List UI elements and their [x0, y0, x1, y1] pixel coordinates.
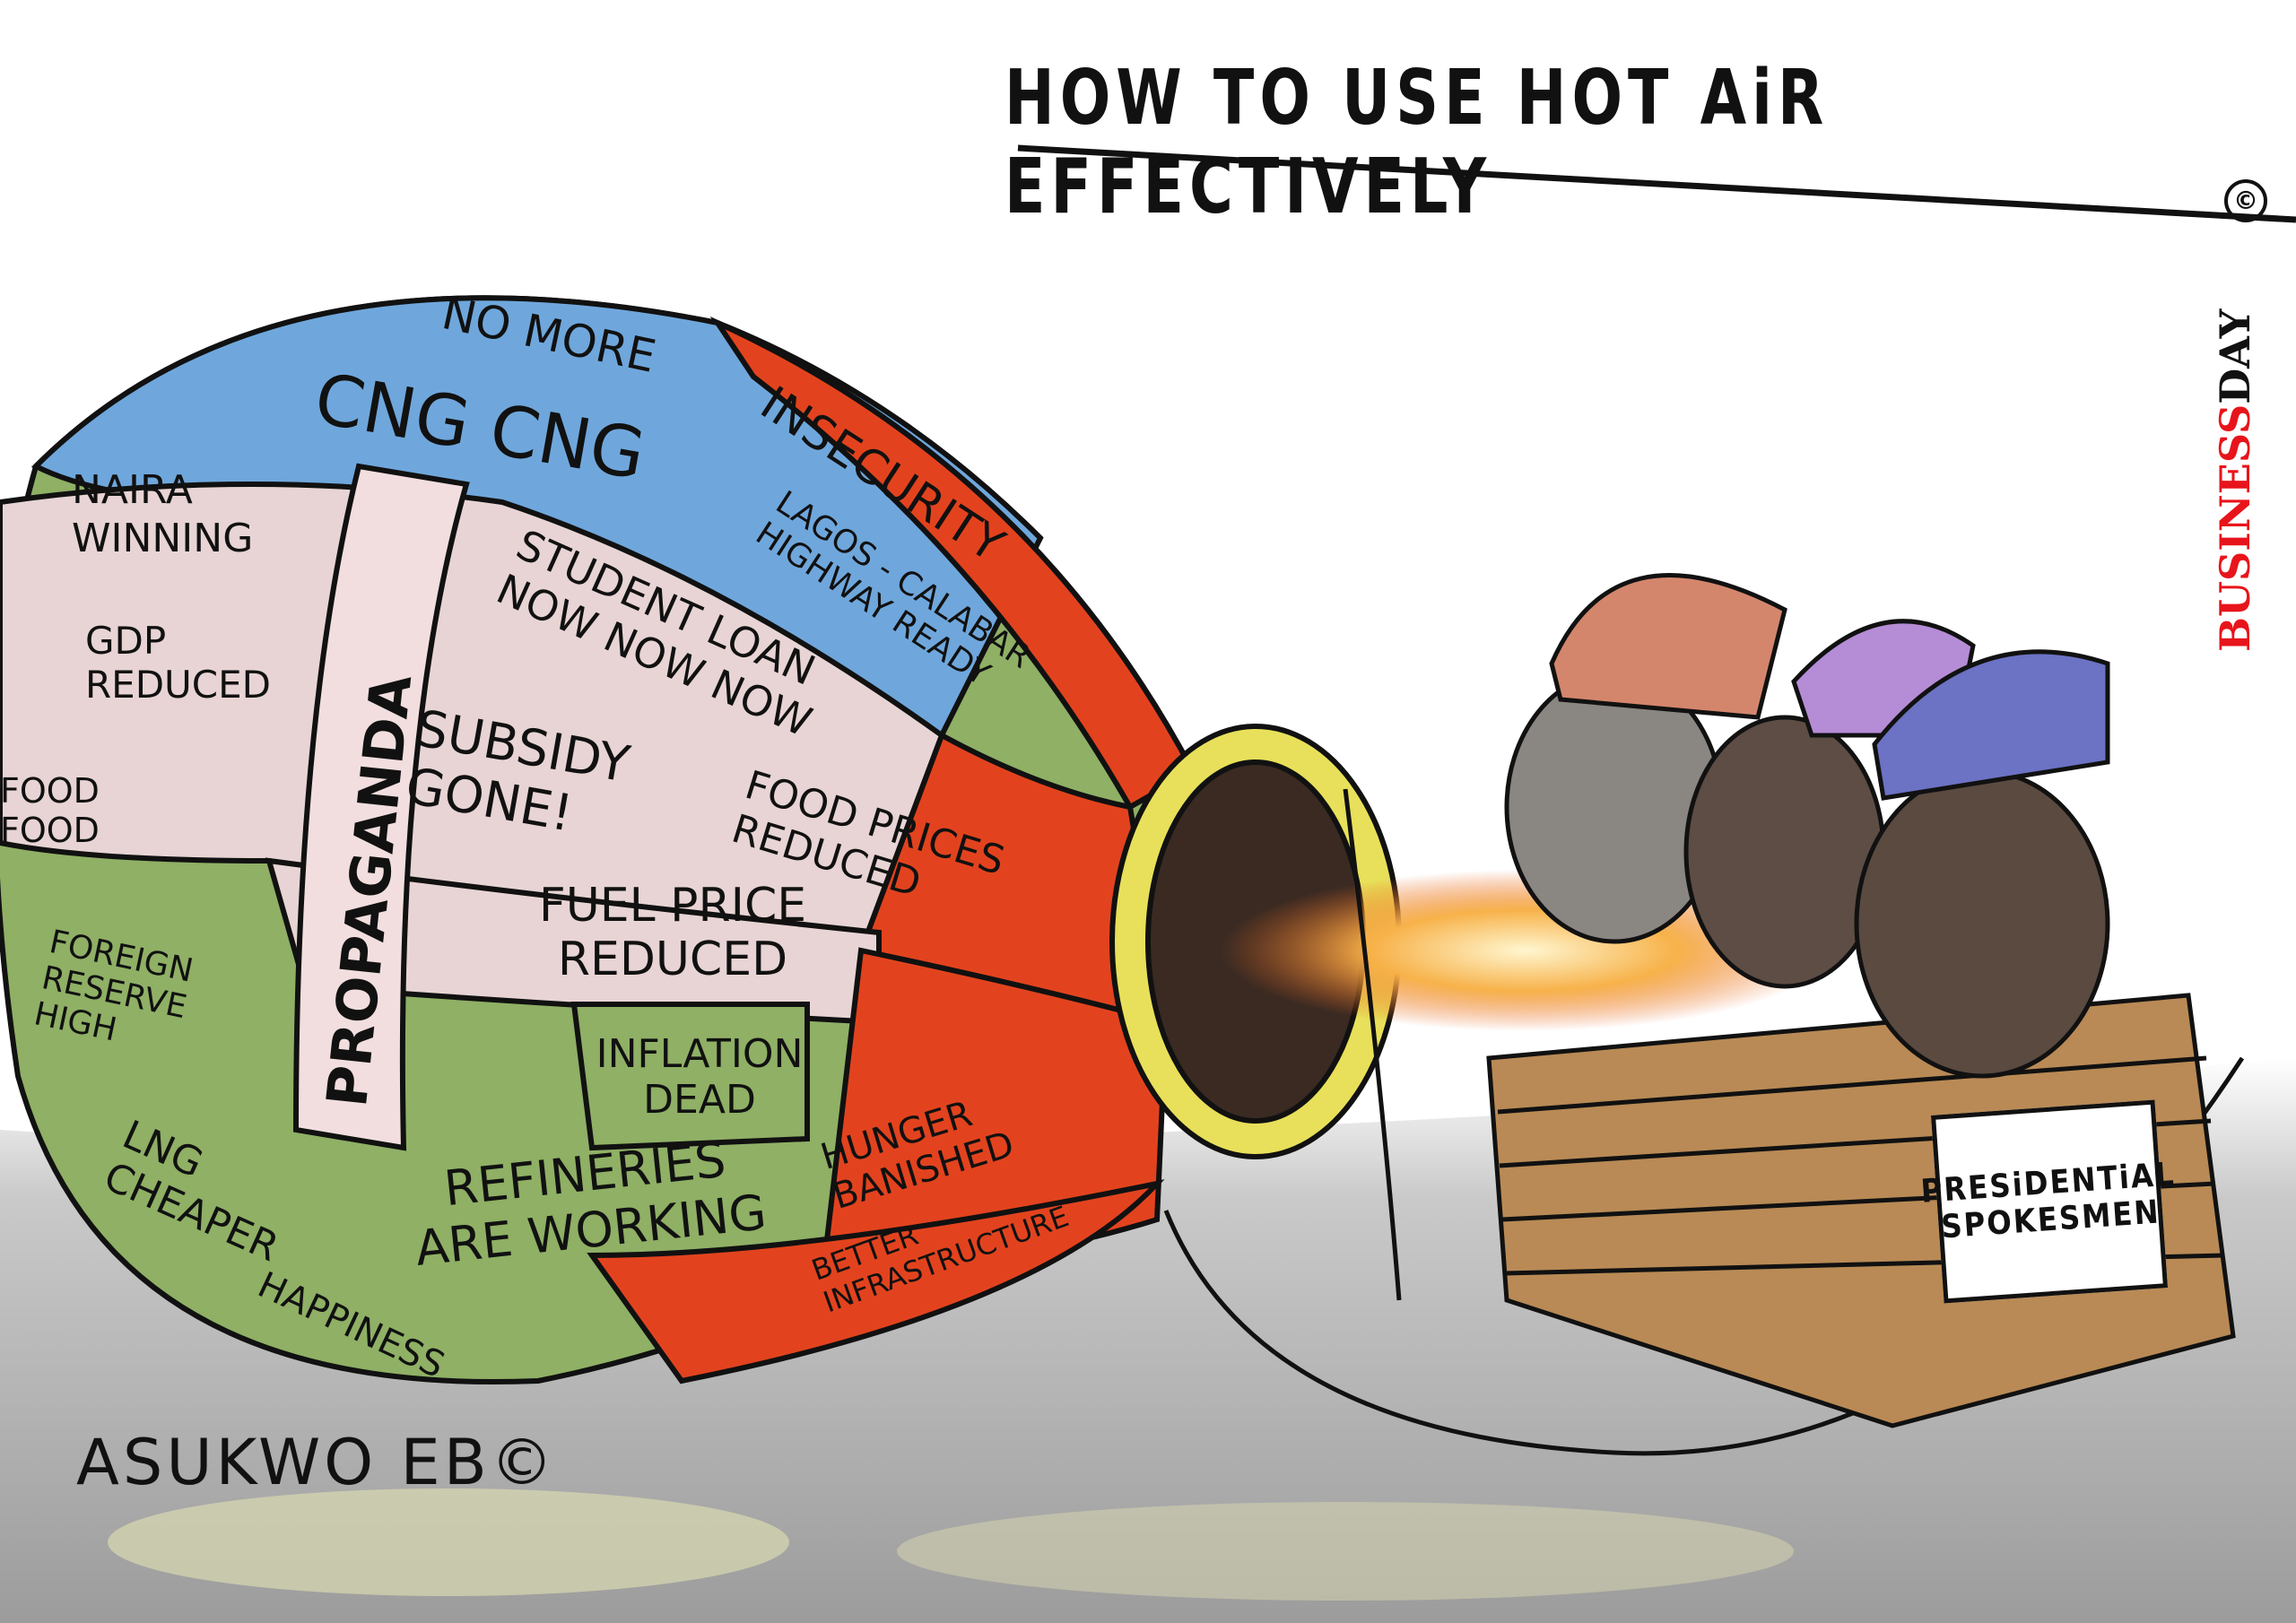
brand-name-red: BUSINESS — [2211, 404, 2259, 652]
title-underline — [1017, 144, 2296, 223]
spokesmen — [1504, 573, 2110, 1079]
label-naira-winning: NAIRA WINNING — [72, 467, 254, 561]
label-food-food: FOOD FOOD — [0, 771, 100, 850]
basket-sign: PRESiDENTiAL SPOKESMEN — [1919, 1099, 2177, 1304]
brand-name-black: DAY — [2211, 308, 2259, 404]
copyright-icon: © — [2224, 179, 2267, 222]
label-inflation: INFLATION DEAD — [596, 1031, 804, 1123]
cartoon-title: HOW TO USE HOT AiR EFFECTIVELY — [1004, 54, 1830, 231]
artist-signature: ASUKWO EB© — [76, 1426, 557, 1499]
balloon — [0, 295, 1402, 1384]
label-fuel-price: FUEL PRICE REDUCED — [538, 879, 807, 986]
label-gdp: GDP REDUCED — [85, 619, 272, 707]
publisher-brand: BUSINESSDAY — [2208, 188, 2262, 655]
